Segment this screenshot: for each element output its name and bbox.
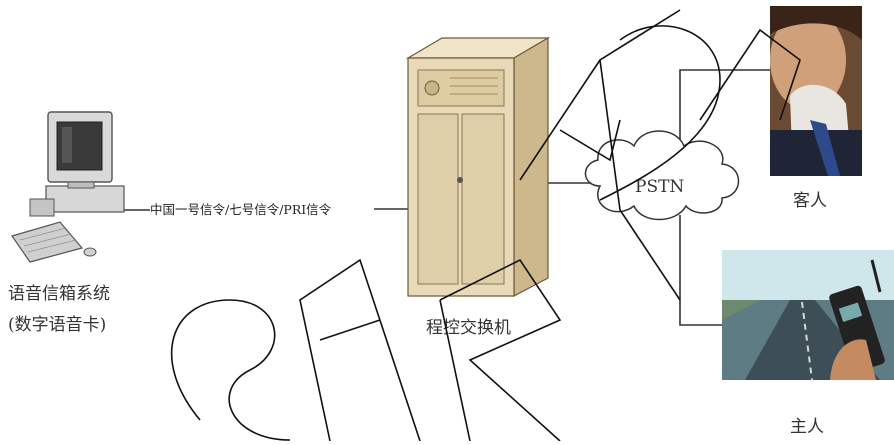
computer-name-line2: (数字语音卡) [8,315,106,335]
host-photo [722,250,894,381]
computer-name-line1: 语音信箱系统 [8,284,110,304]
pstn-to-host-line [679,215,722,326]
watermark-outline [170,9,801,442]
signaling-link-label: 中国一号信令/七号信令/PRI信令 [150,202,332,217]
switch-label: 程控交换机 [426,318,511,338]
pstn-cloud: PSTN [584,130,740,221]
host-label: 主人 [790,417,824,437]
pstn-label: PSTN [635,177,684,197]
guest-label: 客人 [793,191,827,211]
switch-server-icon [405,36,551,297]
pstn-to-guest-line [679,69,770,160]
computer-icon [11,111,125,263]
connection-lines [124,69,770,326]
guest-photo [770,6,862,176]
